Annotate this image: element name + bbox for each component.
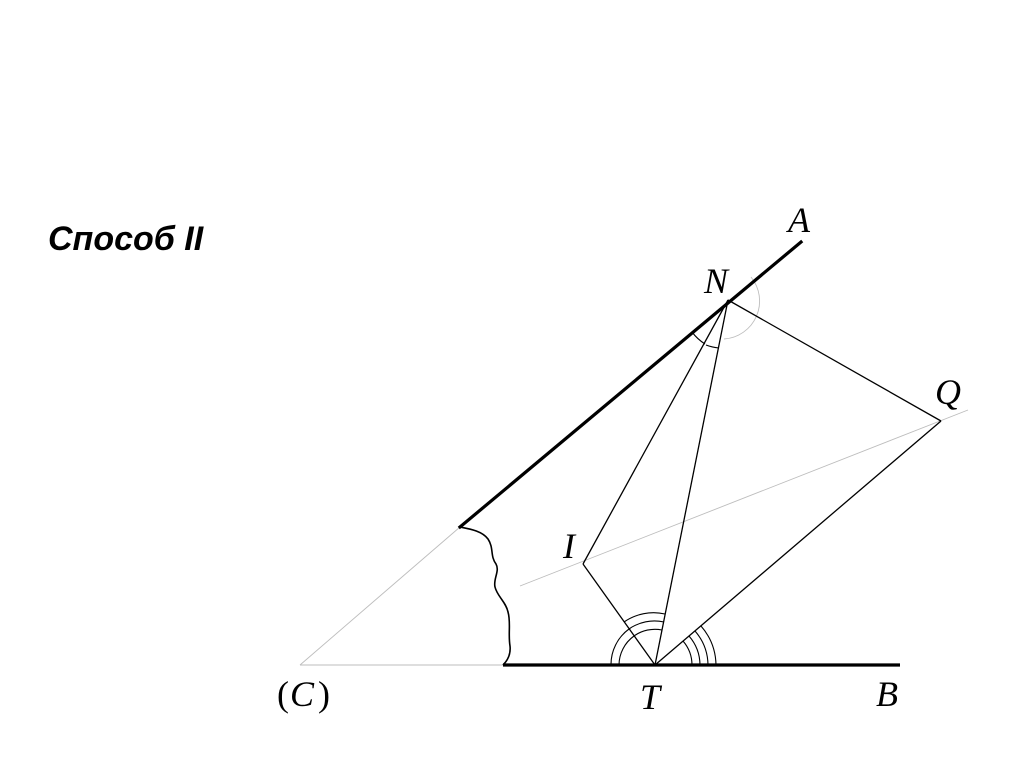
angle-mark-t-double-2 (623, 612, 666, 623)
segment-i-t (582, 563, 656, 666)
angle-mark-t-single-2 (618, 635, 635, 666)
angle-mark-t-double-3 (633, 628, 663, 637)
angle-mark-t-triple-3 (694, 630, 709, 666)
ray-ca (457, 239, 804, 530)
angle-mark-t-single-1 (610, 628, 630, 666)
label-point-c-open-paren: ( (277, 674, 289, 714)
angle-mark-n-2 (705, 344, 720, 349)
angle-mark-t-triple-4 (700, 625, 717, 666)
label-point-t: T (640, 677, 663, 717)
angle-mark-n-1 (691, 331, 706, 345)
label-point-i: I (562, 526, 577, 566)
label-point-n: N (703, 261, 730, 301)
angle-mark-t-triple-1 (682, 640, 693, 666)
page-title: Способ II (48, 220, 204, 258)
angle-mark-t-double-1 (628, 620, 665, 630)
label-point-q: Q (935, 372, 961, 412)
segment-n-i (582, 299, 729, 565)
label-point-a: A (786, 200, 811, 240)
label-point-b: B (876, 674, 898, 714)
construction-line-c-to-a (299, 526, 461, 666)
torn-edge (459, 526, 511, 666)
segment-n-t (654, 299, 729, 666)
label-point-c: C (290, 674, 315, 714)
segment-n-q (727, 299, 942, 422)
segment-q-t (654, 420, 942, 666)
angle-mark-t-triple-2 (688, 635, 701, 666)
construction-line-i-q (519, 409, 969, 587)
label-point-c-close-paren: ) (318, 674, 330, 714)
